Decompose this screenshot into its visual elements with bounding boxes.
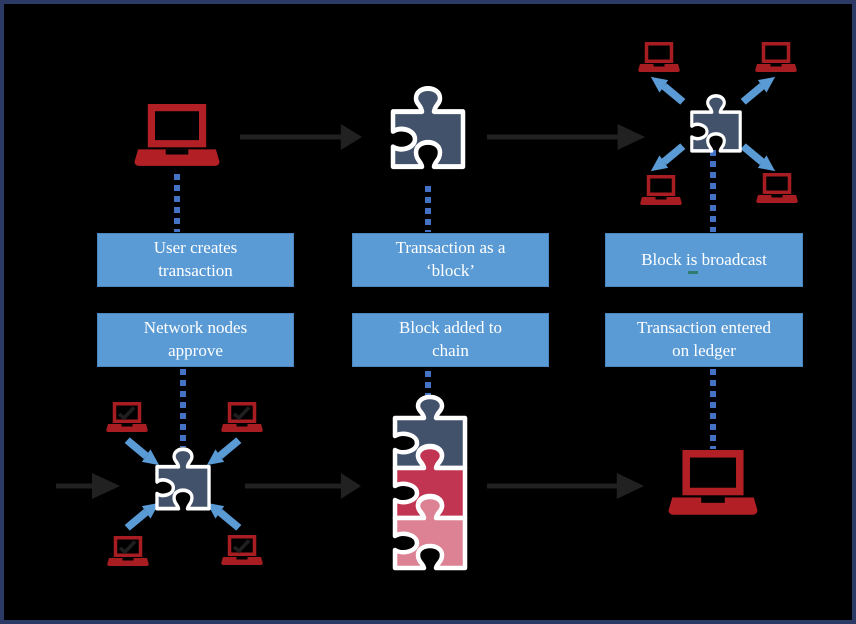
label-line: ‘block’ <box>425 261 476 280</box>
dotted-connector-block <box>425 186 431 232</box>
label-line: Transaction as a <box>395 238 506 258</box>
label-block-is-broadcast: Block is broadcast <box>605 233 803 287</box>
node-laptop-check-icon <box>221 535 263 567</box>
flow-arrow-in <box>56 473 120 499</box>
node-laptop-check-icon <box>107 536 149 568</box>
user-laptop-icon <box>134 104 220 170</box>
dotted-connector-user-laptop <box>174 174 180 232</box>
label-line: approve <box>168 341 223 360</box>
chain-puzzle-pink-icon <box>391 492 469 572</box>
label-line: transaction <box>158 261 233 280</box>
label-line: chain <box>432 341 469 360</box>
flow-arrow-1 <box>240 124 362 150</box>
approval-puzzle-icon <box>154 445 212 512</box>
dotted-connector-broadcast <box>710 150 716 232</box>
label-transaction-entered-on-ledger: Transaction entered on ledger <box>605 313 803 367</box>
label-line: on ledger <box>672 341 736 360</box>
broadcast-arrow-up-right <box>738 76 776 106</box>
dotted-connector-ledger <box>710 369 716 449</box>
label-line: Block added to <box>399 318 502 338</box>
label-network-nodes-approve: Network nodes approve <box>97 313 294 367</box>
node-laptop-icon <box>638 42 680 74</box>
broadcast-puzzle-icon <box>689 92 743 154</box>
ledger-laptop-icon <box>668 450 758 519</box>
node-laptop-icon <box>640 175 682 207</box>
label-transaction-as-block: Transaction as a ‘block’ <box>352 233 549 287</box>
node-laptop-icon <box>756 173 798 205</box>
broadcast-arrow-up-left <box>650 76 688 106</box>
node-laptop-icon <box>755 42 797 74</box>
flow-arrow-3 <box>245 473 361 499</box>
broadcast-arrow-down-left <box>650 142 688 172</box>
broadcast-arrow-down-right <box>738 142 776 172</box>
dotted-connector-approve <box>180 369 186 447</box>
label-line: Network nodes <box>143 318 248 338</box>
node-laptop-check-icon <box>106 402 148 434</box>
flow-arrow-4 <box>487 473 644 499</box>
block-puzzle-icon <box>389 83 467 171</box>
label-block-added-to-chain: Block added to chain <box>352 313 549 367</box>
flow-arrow-2 <box>487 124 645 150</box>
label-line: User creates <box>153 238 238 258</box>
grammar-check-mark <box>688 271 698 274</box>
label-user-creates-transaction: User creates transaction <box>97 233 294 287</box>
dotted-connector-chain <box>425 371 431 398</box>
node-laptop-check-icon <box>221 402 263 434</box>
label-line: Block is broadcast <box>641 249 767 269</box>
label-line: Transaction entered <box>637 318 771 338</box>
